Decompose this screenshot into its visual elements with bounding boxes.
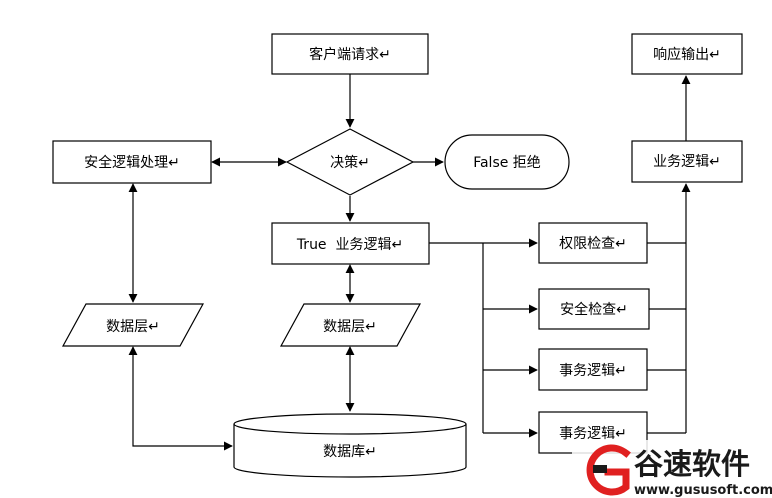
true-business-box bbox=[271, 222, 430, 265]
transaction-1-box bbox=[538, 348, 648, 391]
data-layer-left-parallelogram bbox=[61, 303, 205, 347]
watermark: 谷速软件 www.gususoft.com bbox=[572, 440, 772, 498]
data-layer-mid-label: 数据层↵ bbox=[323, 319, 377, 335]
security-check-box bbox=[538, 288, 650, 330]
transaction-2-label: 事务逻辑↵ bbox=[559, 426, 627, 442]
database-label: 数据库↵ bbox=[323, 444, 377, 460]
watermark-name: 谷速软件 bbox=[634, 447, 750, 481]
response-output-label: 响应输出↵ bbox=[653, 46, 721, 63]
decision-label: 决策↵ bbox=[330, 154, 370, 171]
true-business-label: True 业务逻辑↵ bbox=[296, 237, 403, 253]
reject-terminator bbox=[444, 134, 570, 190]
business-logic-label: 业务逻辑↵ bbox=[653, 154, 721, 170]
permission-check-label: 权限检查↵ bbox=[559, 236, 627, 252]
watermark-url: www.gususoft.com bbox=[634, 483, 772, 498]
arrow-leftlayer-database bbox=[128, 346, 233, 451]
permission-check-box bbox=[538, 222, 648, 264]
response-output-box bbox=[631, 33, 743, 75]
client-request-box bbox=[271, 33, 429, 75]
client-request-label: 客户端请求↵ bbox=[309, 46, 391, 63]
reject-label: False 拒绝 bbox=[473, 155, 541, 171]
data-layer-left-label: 数据层↵ bbox=[106, 319, 160, 335]
security-logic-label: 安全逻辑处理↵ bbox=[84, 154, 180, 171]
decision-diamond bbox=[285, 128, 415, 196]
database-cylinder bbox=[233, 413, 467, 478]
security-logic-box bbox=[52, 140, 212, 184]
business-logic-box bbox=[631, 140, 743, 183]
security-check-label: 安全检查↵ bbox=[560, 301, 628, 318]
data-layer-mid-parallelogram bbox=[279, 303, 422, 347]
logo-g-icon bbox=[586, 444, 631, 496]
transaction-1-label: 事务逻辑↵ bbox=[559, 363, 627, 379]
